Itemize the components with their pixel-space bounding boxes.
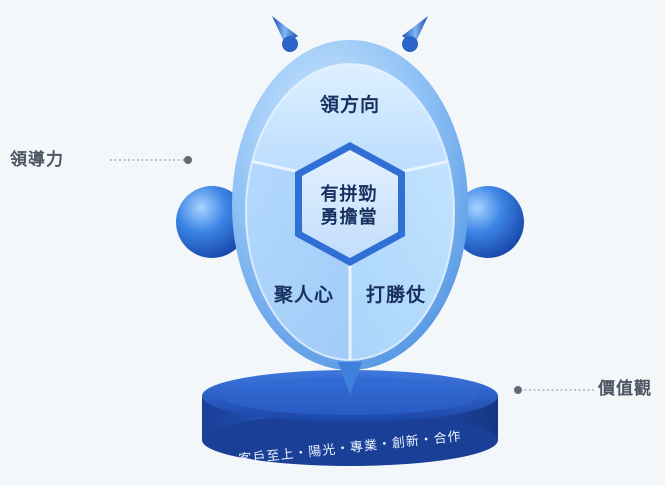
values-label: 價值觀: [598, 379, 652, 399]
left-horn: [272, 16, 298, 52]
core-hexagon: [295, 142, 405, 266]
leadership-label: 領導力: [10, 150, 64, 170]
left-ear: [176, 186, 248, 258]
core-label-line1: 有拼勁: [320, 184, 378, 205]
right-horn: [402, 16, 428, 52]
segment-left-label: 聚人心: [273, 284, 334, 306]
segment-right-label: 打勝仗: [365, 284, 426, 306]
core-label-line2: 勇擔當: [320, 207, 378, 228]
core-label: 有拼勁 勇擔當: [297, 183, 401, 229]
values-connector: [514, 386, 594, 394]
leader-connector: [110, 156, 192, 164]
segment-top-label: 領方向: [319, 94, 380, 116]
right-ear: [452, 186, 524, 258]
pedestal: [202, 370, 498, 466]
